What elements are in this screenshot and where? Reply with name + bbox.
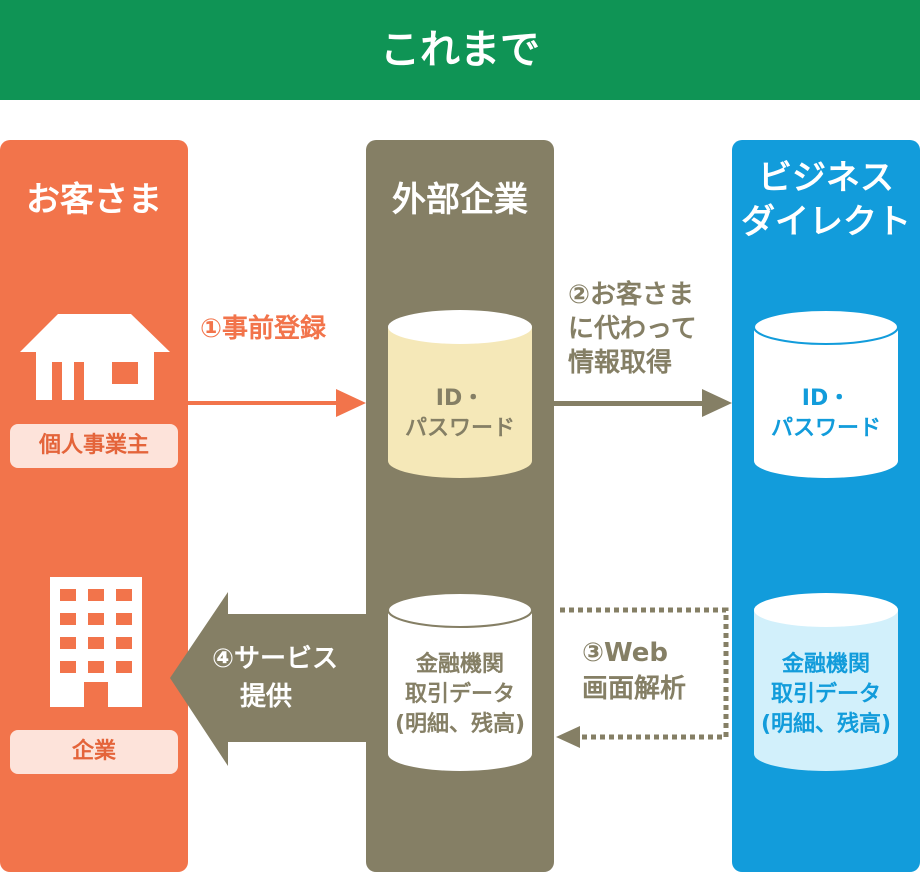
external-financial-data-database-icon	[387, 592, 533, 771]
step1-label: ①事前登録	[200, 314, 327, 344]
step2-label-line1: ②お客さま	[568, 280, 695, 310]
business-direct-title-line1: ビジネス	[758, 158, 894, 198]
external-company-title: 外部企業	[392, 180, 528, 220]
bd-db-top-line2: パスワード	[770, 416, 881, 441]
house-icon	[20, 314, 170, 400]
step4-label-line2: 提供	[240, 682, 293, 712]
customer-title: お客さま	[26, 180, 162, 220]
step2-label-line3: 情報取得	[568, 348, 673, 378]
external-db-bottom-line1: 金融機関	[415, 652, 504, 677]
arrow-pre-registration	[188, 389, 366, 417]
external-db-top-line2: パスワード	[404, 416, 515, 441]
business-direct-title-line2: ダイレクト	[741, 202, 911, 242]
step2-label-line2: に代わって	[568, 314, 697, 344]
building-icon	[50, 577, 142, 707]
arrow-web-scraping	[556, 607, 729, 748]
page-title: これまで	[0, 0, 920, 100]
external-db-bottom-line3: (明細、残高)	[394, 712, 526, 737]
individual-business-owner-badge: 個人事業主	[10, 424, 178, 468]
bd-db-top-line1: ID・	[801, 386, 851, 411]
external-db-top-line1: ID・	[435, 386, 485, 411]
bd-db-bottom-line1: 金融機関	[781, 652, 870, 677]
bd-db-bottom-line3: (明細、残高)	[760, 712, 892, 737]
external-id-password-database-icon	[388, 310, 532, 478]
company-badge: 企業	[10, 730, 178, 774]
external-db-bottom-line2: 取引データ	[404, 682, 515, 707]
step3-label-line1: ③Web	[582, 638, 669, 668]
bd-id-password-database-icon	[753, 309, 899, 478]
arrow-fetch-info	[554, 389, 732, 417]
step4-label-line1: ④サービス	[212, 644, 339, 674]
arrow-service-provision	[170, 592, 366, 766]
bd-db-bottom-line2: 取引データ	[770, 682, 881, 707]
bd-financial-data-database-icon	[754, 593, 898, 771]
step3-label-line2: 画面解析	[582, 674, 687, 704]
